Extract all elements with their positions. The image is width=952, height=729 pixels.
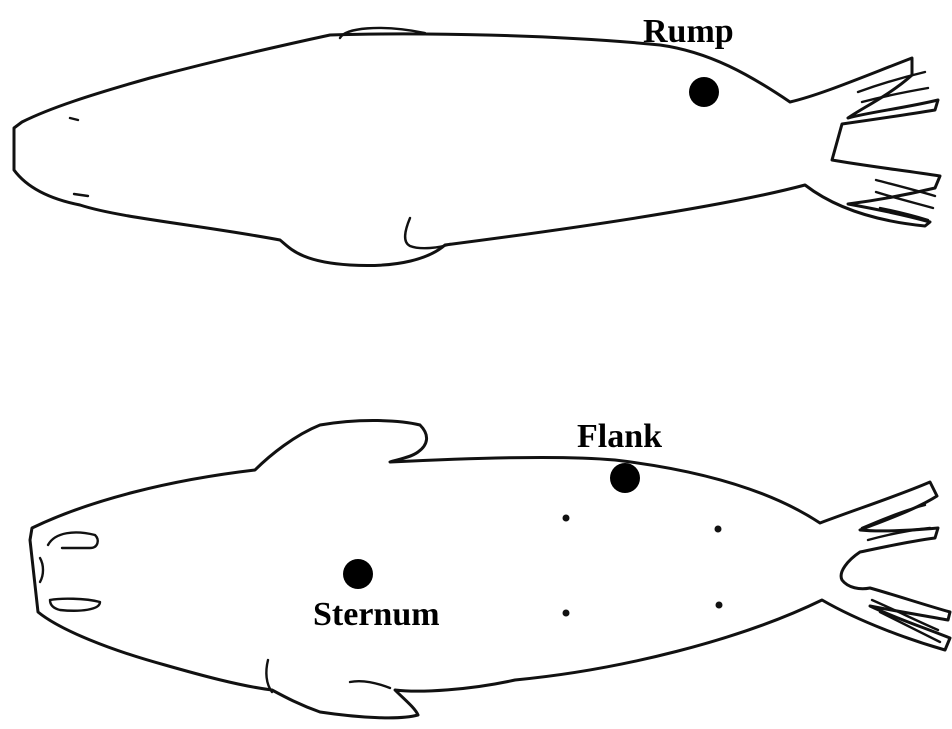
rump-marker-dot	[689, 77, 719, 107]
ventral-small-dot-3	[563, 610, 570, 617]
dorsal-eye-mark-lower	[74, 194, 88, 196]
ventral-head-side	[40, 558, 43, 582]
dorsal-tail-lower-lines	[876, 180, 935, 220]
ventral-tail-upper-lines	[862, 505, 930, 540]
ventral-flipper-lower-edge	[350, 681, 390, 688]
rump-label: Rump	[643, 13, 734, 50]
seal-dorsal-view: Rump	[14, 13, 940, 266]
seal-ventral-view: Flank Sternum	[30, 418, 950, 718]
ventral-small-dot-1	[563, 515, 570, 522]
dorsal-body-outline	[14, 34, 940, 266]
flank-label: Flank	[577, 418, 662, 455]
sternum-label: Sternum	[313, 596, 440, 633]
dorsal-flipper-bottom	[405, 218, 450, 248]
sternum-marker-dot	[343, 559, 373, 589]
ventral-flipper-lower	[266, 660, 272, 692]
ventral-head-lobe-lower	[50, 599, 100, 611]
flank-marker-dot	[610, 463, 640, 493]
ventral-small-dot-4	[716, 602, 723, 609]
ventral-body-outline	[30, 420, 950, 717]
dorsal-eye-mark-upper	[70, 118, 78, 120]
ventral-small-dot-2	[715, 526, 722, 533]
ventral-head-lobe-upper	[48, 532, 98, 548]
